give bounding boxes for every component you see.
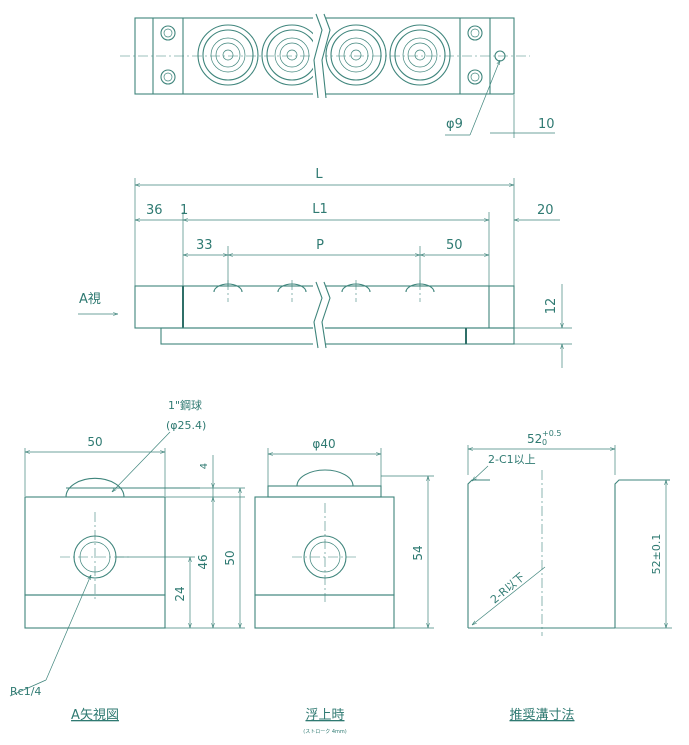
- view-a-title: A矢視図: [71, 708, 119, 723]
- mounting-bolt-icon: [160, 25, 483, 85]
- groove-title: 推奨溝寸法: [509, 708, 574, 723]
- left-step-label: 1: [180, 203, 188, 218]
- edge-offset-label: 10: [538, 117, 555, 132]
- top-view: φ9 10: [120, 13, 555, 138]
- left-offset-label: 36: [146, 203, 163, 218]
- view-a: 1"鋼球 (φ25.4) 50 4 46 24 50 Rc1/4 A矢視図: [9, 398, 245, 723]
- floating-height-label: 54: [411, 545, 425, 560]
- break-line: [321, 281, 331, 349]
- front-view: L 36 1 L1 20 33 P 50 A視: [78, 167, 572, 368]
- chamfer-label: 2-C1以上: [488, 453, 536, 466]
- floating-subtitle: (ストローク 4mm): [303, 729, 346, 735]
- groove-width-tol: +0.5: [542, 429, 561, 438]
- view-arrow-label: A視: [79, 292, 101, 307]
- width-label: 50: [87, 435, 102, 449]
- groove-view: 52 +0.5 0 2-C1以上 2-R以下 52±0.1 推奨溝寸法: [467, 429, 672, 723]
- groove-width-tol-low: 0: [542, 438, 547, 447]
- break-line: [313, 281, 323, 349]
- break-line: [313, 13, 323, 99]
- radius-label: 2-R以下: [488, 570, 527, 606]
- break-gap: [313, 282, 325, 348]
- floating-title: 浮上時: [305, 708, 344, 723]
- port-thread-label: Rc1/4: [10, 685, 41, 698]
- first-pitch-label: 33: [196, 238, 213, 253]
- groove-width-label: 52: [527, 432, 542, 446]
- pitch-label: P: [316, 238, 324, 253]
- body-height-label: 46: [196, 554, 210, 569]
- groove-depth-label: 52±0.1: [650, 534, 663, 575]
- height-label: 12: [544, 298, 559, 315]
- ball-unit-icon: [197, 24, 451, 86]
- break-line: [321, 13, 331, 99]
- right-offset-label: 20: [537, 203, 554, 218]
- ball-dia-label: (φ25.4): [166, 419, 206, 432]
- ball-label: 1"鋼球: [168, 398, 202, 412]
- cap-dia-label: φ40: [312, 437, 335, 451]
- port-height-label: 24: [173, 586, 187, 601]
- total-height-label: 50: [223, 550, 237, 565]
- hole-dia-label: φ9: [446, 117, 463, 132]
- length-inner-label: L1: [312, 202, 328, 217]
- floating-view: φ40 54 浮上時 (ストローク 4mm): [254, 437, 434, 735]
- length-total-label: L: [315, 167, 323, 182]
- protrusion-label: 4: [199, 463, 210, 469]
- last-pitch-label: 50: [446, 238, 463, 253]
